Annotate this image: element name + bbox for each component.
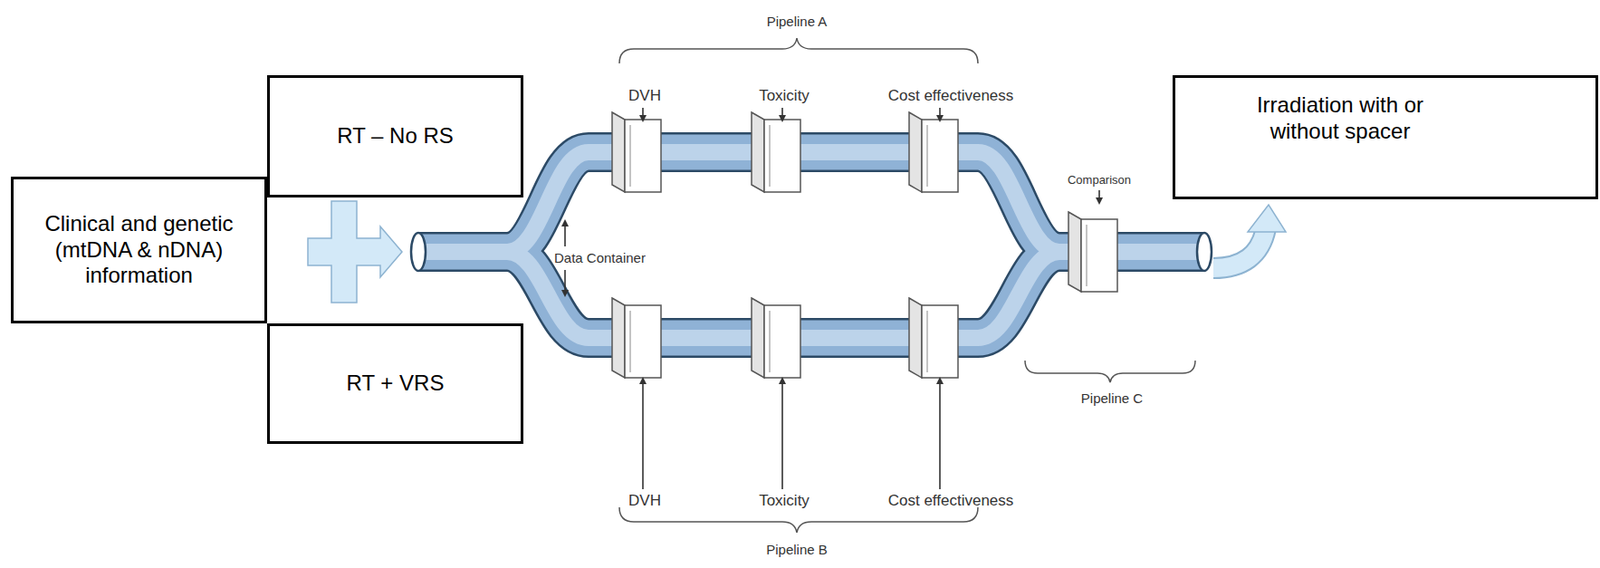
bracket [619,38,978,64]
filter-gate-edge [769,124,771,187]
pointer-arrow [564,269,566,296]
bracket [619,507,978,533]
filter-gate-edge [630,310,632,373]
pointer-arrow [781,107,784,121]
filter-gate-side [751,297,765,378]
treatment-box: RT + VRS [267,323,524,444]
filter-gate-edge [927,310,929,373]
filter-gate [764,305,801,378]
box-text: RT + VRS [282,370,509,397]
filter-gate [1081,219,1118,292]
stage-label: Toxicity [758,492,810,510]
pipe-end [411,232,426,271]
filter-gate [921,119,959,192]
stage-label: Comparison [1067,173,1131,187]
pipe-highlight [418,152,1205,338]
input-box: Clinical and genetic (mtDNA & nDNA) info… [10,176,268,324]
bracket [1025,360,1196,383]
stage-label: DVH [628,87,662,106]
filter-gate-side [612,297,625,378]
filter-gate-edge [927,124,929,187]
pointer-arrow [1098,190,1101,203]
pipe-body [418,152,1205,338]
filter-gate-side [612,112,625,192]
output-arrow [1213,228,1266,269]
pointer-arrow [938,107,941,121]
box-text: Clinical and genetic (mtDNA & nDNA) info… [26,210,253,289]
pointer-arrow [641,378,644,489]
data-container-label: Data Container [554,250,646,267]
pointer-arrow [938,378,941,489]
box-text: Irradiation with or without spacer [1222,92,1458,145]
filter-gate-side [909,112,922,192]
filter-gate-side [751,112,765,192]
filter-gate [624,119,662,192]
filter-gate [921,305,959,378]
stage-label: Cost effectiveness [888,492,1015,510]
pipe-end [1197,232,1212,271]
output-arrowhead [1247,204,1286,232]
pipeline-label: Pipeline B [766,542,828,558]
pointer-arrow [781,378,784,489]
filter-gate [624,305,662,378]
stage-label: Toxicity [758,87,810,106]
filter-gate-side [909,297,922,378]
pointer-arrow [641,107,644,121]
output-box: Irradiation with or without spacer [1172,75,1599,200]
pipeline-label: Pipeline A [766,14,828,30]
filter-gate-edge [1086,224,1088,287]
filter-gate-edge [769,310,771,373]
stage-label: Cost effectiveness [888,87,1015,106]
output-arrow [1213,228,1266,269]
pipeline-label: Pipeline C [1081,391,1143,407]
filter-gate [764,119,801,192]
pointer-arrow [564,220,566,247]
input-arrow [307,201,403,303]
filter-gate-side [1068,211,1082,292]
box-text: RT – No RS [282,123,509,150]
filter-gate-edge [630,124,632,187]
pipe-outline [418,152,1205,338]
stage-label: DVH [628,492,662,510]
treatment-box: RT – No RS [267,75,524,198]
